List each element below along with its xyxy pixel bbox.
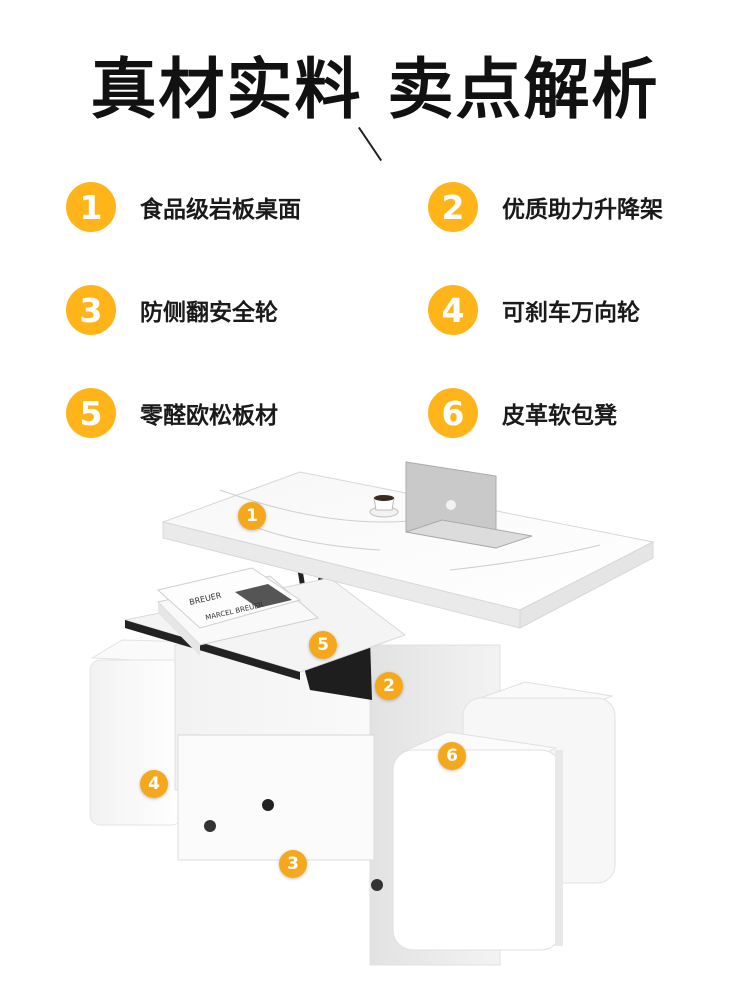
product-marker-2: 2 [375,672,403,700]
feature-item-2: 2 优质助力升降架 [428,180,663,234]
feature-item-6: 6 皮革软包凳 [428,386,617,440]
product-marker-1: 1 [238,502,266,530]
feature-item-5: 5 零醛欧松板材 [66,386,278,440]
number-badge: 2 [428,182,478,232]
coffee-cup [369,495,399,518]
feature-label: 可刹车万向轮 [502,300,640,326]
feature-label: 优质助力升降架 [502,197,663,223]
number-badge: 4 [428,285,478,335]
feature-label: 皮革软包凳 [502,403,617,429]
feature-label: 防侧翻安全轮 [140,300,278,326]
feature-item-3: 3 防侧翻安全轮 [66,283,278,337]
product-marker-4: 4 [140,770,168,798]
laptop [405,461,533,549]
number-badge: 5 [66,388,116,438]
number-badge: 1 [66,182,116,232]
number-badge: 6 [428,388,478,438]
product-marker-5: 5 [309,631,337,659]
feature-item-1: 1 食品级岩板桌面 [66,180,301,234]
product-marker-6: 6 [438,742,466,770]
books: BREUER MARCEL BREUER [156,567,320,656]
feature-item-4: 4 可刹车万向轮 [428,283,640,337]
tabletop [161,471,655,629]
right-stools [392,681,616,951]
feature-label: 零醛欧松板材 [140,403,278,429]
page-title: 真材实料 卖点解析 [90,51,660,128]
number-badge: 3 [66,285,116,335]
feature-label: 食品级岩板桌面 [140,197,301,223]
product-illustration: BREUER MARCEL BREUER [0,450,750,1000]
product-marker-3: 3 [279,850,307,878]
coffee-table-drawing: BREUER MARCEL BREUER [89,461,655,966]
